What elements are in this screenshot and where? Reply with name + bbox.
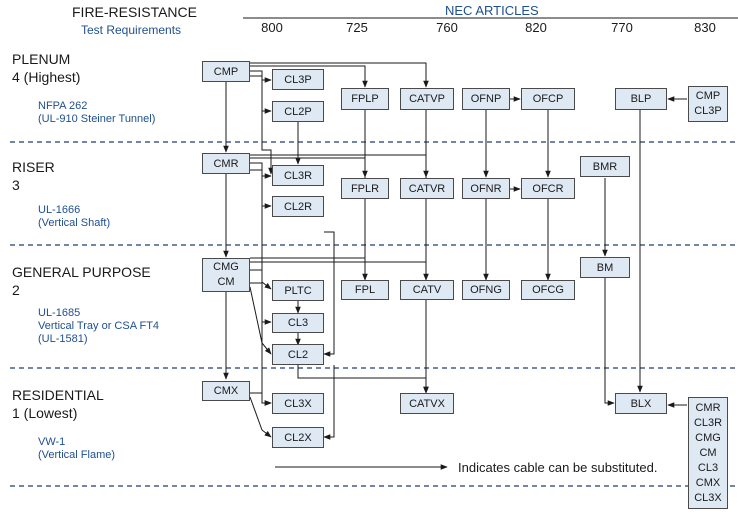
tier-general-purpose: GENERAL PURPOSE 2 UL-1685 Vertical Tray … xyxy=(12,263,159,346)
cable-bm: BM xyxy=(580,257,630,278)
substitute-item: CMX xyxy=(695,476,721,489)
cable-cl3p: CL3P xyxy=(272,69,324,90)
cable-pltc: PLTC xyxy=(272,280,324,301)
nec-column-770: 770 xyxy=(611,20,633,35)
tier-name: RISER xyxy=(12,159,55,175)
tier-standard: VW-1 xyxy=(38,436,66,448)
cable-ofcp: OFCP xyxy=(521,88,575,110)
tier-level: 4 (Highest) xyxy=(12,69,81,85)
substitute-item: CMR xyxy=(695,401,721,414)
cable-cmx: CMX xyxy=(202,381,250,401)
cable-blp-substitutes: CMP CL3P xyxy=(688,86,728,122)
substitute-item: CMP xyxy=(695,90,721,102)
fire-resistance-title: FIRE-RESISTANCE xyxy=(72,4,197,20)
test-requirements-subtitle: Test Requirements xyxy=(81,23,182,37)
cable-bmr: BMR xyxy=(580,156,630,177)
nec-articles-title: NEC ARTICLES xyxy=(445,3,539,18)
tier-standard-detail: (UL-910 Steiner Tunnel) xyxy=(38,113,156,125)
tier-level: 3 xyxy=(12,177,20,193)
tier-name: PLENUM xyxy=(12,51,71,67)
cable-ofcr: OFCR xyxy=(521,178,575,199)
cable-blx-substitutes: CMR CL3R CMG CM CL3 CMX CL3X xyxy=(688,397,728,509)
cable-cl3: CL3 xyxy=(272,313,324,333)
tier-name: GENERAL PURPOSE xyxy=(12,264,151,280)
substitute-item: CL3 xyxy=(697,461,719,474)
cable-cl2: CL2 xyxy=(272,344,324,365)
cable-blp: BLP xyxy=(615,88,667,110)
substitute-item: CL3X xyxy=(694,491,722,504)
cable-catvx: CATVX xyxy=(400,393,454,414)
cable-cmg-cm: CMG CM xyxy=(202,258,250,292)
substitute-item: CMG xyxy=(695,431,721,444)
cable-catvr: CATVR xyxy=(400,178,454,199)
tier-standard-detail: (Vertical Flame) xyxy=(38,449,116,461)
tier-riser: RISER 3 UL-1666 (Vertical Shaft) xyxy=(12,158,110,230)
cable-ofnr: OFNR xyxy=(462,178,510,199)
cable-fplr: FPLR xyxy=(341,178,389,199)
tier-plenum: PLENUM 4 (Highest) NFPA 262 (UL-910 Stei… xyxy=(12,50,155,126)
substitution-arrows xyxy=(223,62,687,470)
tier-standard: NFPA 262 xyxy=(38,100,88,112)
cable-catvp: CATVP xyxy=(400,88,454,110)
cable-ofcg: OFCG xyxy=(521,280,575,300)
tier-residential: RESIDENTIAL 1 (Lowest) VW-1 (Vertical Fl… xyxy=(12,386,115,462)
nec-column-830: 830 xyxy=(694,20,716,35)
cable-cl2r: CL2R xyxy=(272,196,324,217)
cable-fpl: FPL xyxy=(341,280,389,300)
tier-standard-detail: Vertical Tray or CSA FT4 xyxy=(38,320,160,332)
nec-column-760: 760 xyxy=(436,20,458,35)
tier-standard: UL-1685 xyxy=(38,307,81,319)
cable-cl2p: CL2P xyxy=(272,101,324,122)
cable-cmr: CMR xyxy=(202,153,250,174)
tier-level: 1 (Lowest) xyxy=(12,405,78,421)
cable-ofnp: OFNP xyxy=(462,88,510,110)
substitute-item: CL3P xyxy=(694,105,722,117)
cable-fplp: FPLP xyxy=(341,88,389,110)
cable-cl3r: CL3R xyxy=(272,165,324,186)
cable-catv: CATV xyxy=(400,280,454,300)
tier-standard-detail: (Vertical Shaft) xyxy=(38,217,111,229)
tier-level: 2 xyxy=(12,282,20,298)
tier-separators xyxy=(10,141,738,487)
legend-text: Indicates cable can be substituted. xyxy=(458,460,658,475)
cable-blx: BLX xyxy=(615,393,667,414)
nec-column-820: 820 xyxy=(525,20,547,35)
cable-cm: CM xyxy=(217,276,235,288)
tier-standard: UL-1666 xyxy=(38,204,81,216)
nec-column-800: 800 xyxy=(261,20,283,35)
cable-cl3x: CL3X xyxy=(272,393,324,414)
cable-cmp: CMP xyxy=(202,61,250,82)
cable-ofng: OFNG xyxy=(462,280,510,300)
tier-name: RESIDENTIAL xyxy=(12,387,104,403)
nec-column-725: 725 xyxy=(346,20,368,35)
tier-standard-extra: (UL-1581) xyxy=(38,333,88,345)
cable-cmg: CMG xyxy=(213,261,239,273)
cable-cl2x: CL2X xyxy=(272,427,324,448)
substitute-item: CL3R xyxy=(693,416,723,429)
substitute-item: CM xyxy=(699,446,717,459)
